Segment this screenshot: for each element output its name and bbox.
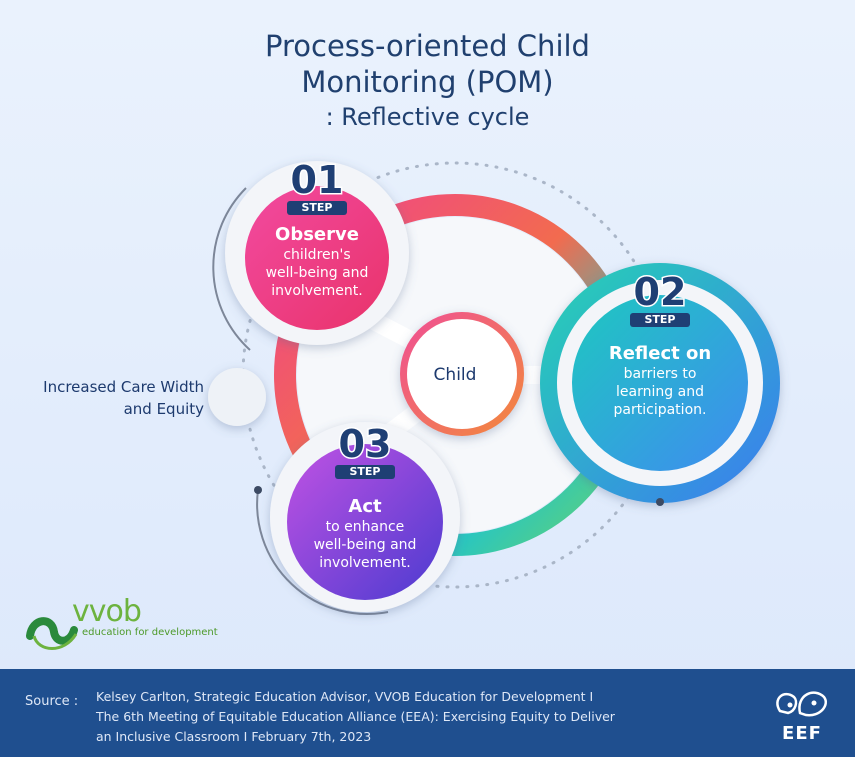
side-circle: [208, 368, 266, 426]
step-1-line-1: children's: [283, 247, 351, 263]
step-3-text: Act to enhance well-being and involvemen…: [290, 496, 440, 572]
child-inner: [407, 319, 517, 429]
step-3-arc: [256, 489, 389, 615]
source-label: Source :: [25, 694, 79, 709]
side-label: Increased Care Width and Equity: [10, 376, 204, 420]
eef-logo: EEF: [770, 681, 840, 751]
page-title: Process-oriented Child Monitoring (POM) …: [0, 28, 855, 134]
step-1-line-2: well-being and: [265, 265, 369, 281]
step-2-line-1: barriers to: [623, 366, 697, 382]
source-line-1: Kelsey Carlton, Strategic Education Advi…: [96, 689, 594, 704]
step-3-line-1: to enhance: [325, 519, 405, 535]
source-line-3: an Inclusive Classroom I February 7th, 2…: [96, 729, 372, 744]
step-2-text: Reflect on barriers to learning and part…: [585, 343, 735, 419]
vvob-tagline: education for development: [82, 627, 218, 638]
step-1-line-3: involvement.: [271, 283, 363, 299]
step-3-circle: [287, 444, 443, 600]
vvob-emblem-icon: [26, 617, 78, 650]
eef-wordmark: EEF: [782, 723, 822, 744]
step-1-step-label: STEP: [287, 201, 347, 215]
source-line-2: The 6th Meeting of Equitable Education A…: [96, 709, 615, 724]
side-label-line-1: Increased Care Width: [43, 378, 204, 396]
step-2-heading: Reflect on: [608, 343, 712, 364]
step-2-line-3: participation.: [613, 402, 707, 418]
eef-emblem-icon: [776, 691, 827, 717]
step-1-text: Observe children's well-being and involv…: [247, 224, 387, 300]
step-1-arc: [212, 187, 251, 351]
title-line-2: Monitoring (POM): [301, 65, 554, 99]
step-2-dot: [656, 498, 664, 506]
step-3-number: 03: [337, 422, 393, 466]
side-label-line-2: and Equity: [123, 400, 204, 418]
vvob-wordmark: vvob: [72, 594, 142, 629]
step-2-number: 02: [632, 270, 688, 314]
vvob-logo: vvob education for development: [24, 594, 224, 658]
step-1-number: 01: [289, 158, 345, 202]
child-label: Child: [433, 365, 477, 385]
footer: Source : Kelsey Carlton, Strategic Educa…: [0, 669, 855, 757]
step-2-line-2: learning and: [616, 384, 704, 400]
step-3-dot: [254, 486, 262, 494]
step-3-step-label: STEP: [335, 465, 395, 479]
step-2-step-label: STEP: [630, 313, 690, 327]
step-1-circle: [245, 186, 389, 330]
step-2-circle: [572, 295, 748, 471]
cycle-diagram: [208, 161, 780, 615]
source-text: Kelsey Carlton, Strategic Education Advi…: [96, 687, 696, 747]
step-3-line-3: involvement.: [319, 555, 411, 571]
title-line-1: Process-oriented Child: [265, 29, 590, 63]
step-1-heading: Observe: [275, 224, 359, 245]
title-line-3: : Reflective cycle: [325, 103, 530, 131]
step-3-heading: Act: [348, 496, 382, 517]
step-3-line-2: well-being and: [313, 537, 417, 553]
